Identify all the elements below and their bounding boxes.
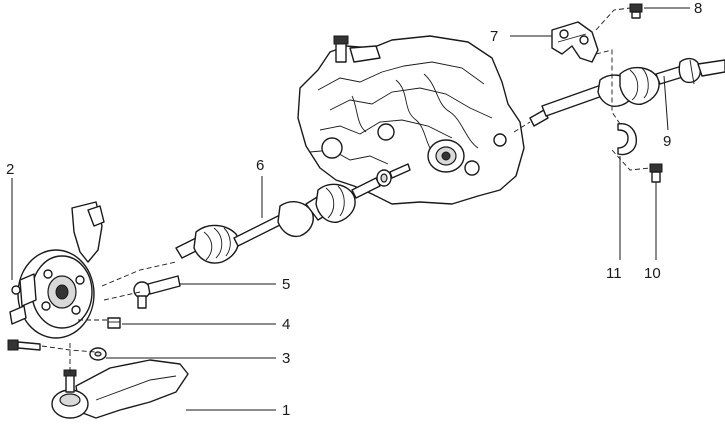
assembly-lines bbox=[41, 7, 651, 372]
bearing-cap bbox=[617, 123, 637, 156]
tie-rod-nut bbox=[107, 317, 121, 329]
gearbox-housing bbox=[297, 35, 525, 205]
bracket-bolt bbox=[629, 3, 643, 19]
callout-9: 9 bbox=[663, 133, 671, 150]
callout-4: 4 bbox=[282, 316, 290, 333]
control-arm bbox=[51, 359, 189, 419]
bearing-bracket bbox=[551, 21, 599, 63]
tie-rod-end bbox=[133, 275, 181, 309]
callout-7: 7 bbox=[490, 28, 498, 45]
callout-11: 11 bbox=[606, 265, 622, 282]
right-drive-shaft bbox=[529, 57, 725, 127]
callout-3: 3 bbox=[282, 350, 290, 367]
callout-8: 8 bbox=[694, 0, 702, 17]
callout-2: 2 bbox=[6, 161, 14, 178]
callout-5: 5 bbox=[282, 276, 290, 293]
cap-bolt bbox=[649, 163, 663, 183]
wheel-hub-assembly bbox=[9, 201, 105, 339]
callout-1: 1 bbox=[282, 402, 290, 419]
hub-bolt bbox=[7, 339, 41, 351]
ball-joint-nut bbox=[89, 347, 107, 361]
leader-lines bbox=[11, 7, 690, 411]
callout-6: 6 bbox=[256, 157, 264, 174]
callout-10: 10 bbox=[644, 265, 661, 282]
left-drive-shaft bbox=[175, 163, 411, 264]
